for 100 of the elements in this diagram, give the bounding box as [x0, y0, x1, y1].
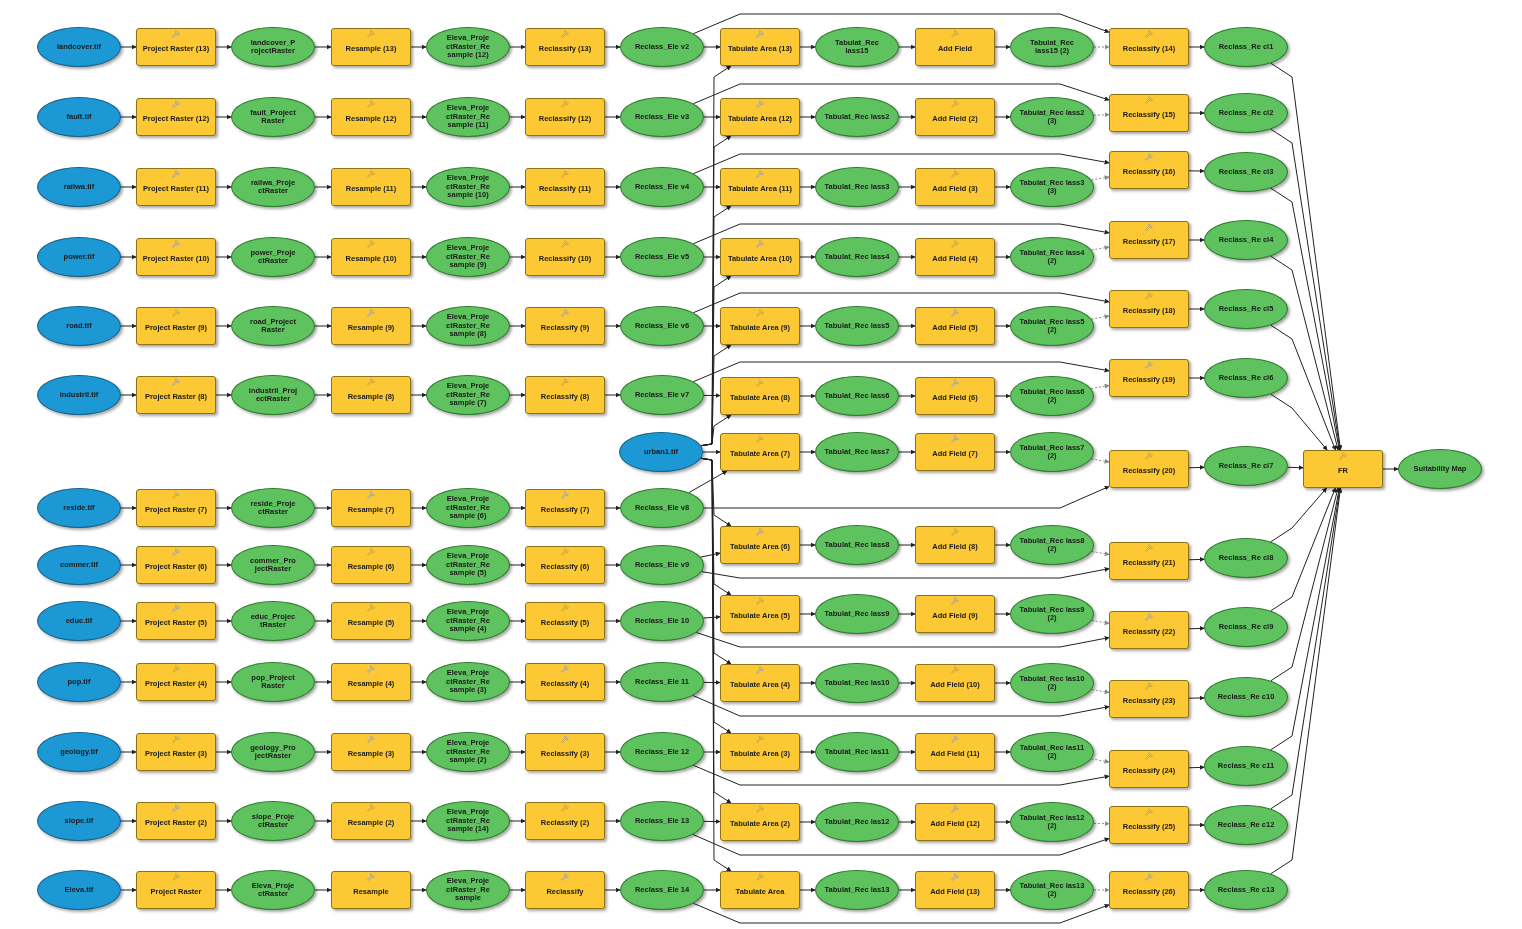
- output-ellipse: [231, 870, 315, 910]
- tool-box: [1109, 806, 1189, 844]
- connector-arrow: [799, 184, 816, 190]
- output-ellipse: [231, 662, 315, 702]
- connector-arrow: [1090, 458, 1110, 464]
- output-ellipse: [815, 432, 899, 472]
- connector-arrow: [410, 679, 427, 685]
- tool-box: [720, 803, 800, 841]
- connector-arrow: [701, 566, 1110, 579]
- output-ellipse: [620, 545, 704, 585]
- tool-box: [136, 28, 216, 66]
- tool-box: [525, 602, 605, 640]
- connector-arrow: [604, 323, 621, 329]
- output-ellipse: [620, 237, 704, 277]
- connector-arrow: [692, 83, 1110, 105]
- tool-box: [1109, 450, 1189, 488]
- connector-arrow: [215, 114, 232, 120]
- tool-box: [1109, 871, 1189, 909]
- connector-arrow: [692, 902, 1110, 924]
- connector-arrow: [410, 618, 427, 624]
- connector-arrow: [1270, 62, 1343, 451]
- output-ellipse: [426, 801, 510, 841]
- connector-arrow: [799, 749, 816, 755]
- connector-arrow: [994, 44, 1011, 50]
- connector-arrow: [1091, 551, 1110, 557]
- connector-arrow: [215, 618, 232, 624]
- connector-arrow: [898, 323, 916, 329]
- connector-arrow: [1090, 175, 1110, 181]
- tool-box: [1109, 221, 1189, 259]
- output-ellipse: [815, 27, 899, 67]
- tool-box: [525, 871, 605, 909]
- connector-arrow: [1188, 822, 1205, 828]
- connector-arrow: [898, 254, 916, 260]
- connector-arrow: [410, 323, 427, 329]
- tool-box: [525, 168, 605, 206]
- tool-box: [720, 664, 800, 702]
- output-ellipse: [1010, 306, 1094, 346]
- tool-box: [525, 733, 605, 771]
- tool-box: [1109, 680, 1189, 718]
- connector-arrow: [692, 292, 1110, 314]
- connector-arrow: [120, 392, 137, 398]
- tool-box: [915, 433, 995, 471]
- output-ellipse: [620, 375, 704, 415]
- connector-arrow: [509, 679, 526, 685]
- connector-arrow: [120, 323, 137, 329]
- connector-arrow: [604, 44, 621, 50]
- connector-arrow: [314, 887, 332, 893]
- tool-box: [136, 307, 216, 345]
- connector-arrow: [799, 114, 816, 120]
- tool-box: [915, 871, 995, 909]
- connector-arrow: [1090, 758, 1110, 764]
- tool-box: [720, 28, 800, 66]
- tool-box: [525, 546, 605, 584]
- tool-box: [720, 98, 800, 136]
- output-ellipse: [231, 601, 315, 641]
- output-ellipse: [426, 662, 510, 702]
- connector-arrow: [1093, 821, 1110, 827]
- input-ellipse: [37, 167, 121, 207]
- output-ellipse: [815, 870, 899, 910]
- connector-arrow: [314, 184, 332, 190]
- output-ellipse: [1204, 677, 1288, 717]
- input-ellipse: [619, 432, 703, 472]
- connector-arrow: [898, 44, 916, 50]
- connector-arrow: [120, 254, 137, 260]
- output-ellipse: [231, 237, 315, 277]
- output-ellipse: [426, 27, 510, 67]
- tool-box: [720, 733, 800, 771]
- connector-arrow: [994, 449, 1011, 455]
- output-ellipse: [1204, 358, 1288, 398]
- output-ellipse: [1204, 93, 1288, 133]
- tool-box: [136, 733, 216, 771]
- connector-arrow: [1270, 324, 1337, 451]
- output-ellipse: [620, 601, 704, 641]
- output-ellipse: [1010, 802, 1094, 842]
- tool-box: [915, 168, 995, 206]
- connector-arrow: [994, 393, 1011, 399]
- connector-arrow: [703, 323, 721, 329]
- connector-arrow: [703, 819, 721, 825]
- connector-arrow: [410, 818, 427, 824]
- connector-arrow: [604, 562, 621, 568]
- tool-box: [915, 733, 995, 771]
- connector-arrow: [314, 114, 332, 120]
- output-ellipse: [1204, 805, 1288, 845]
- connector-arrow: [1188, 306, 1205, 312]
- output-ellipse: [1010, 594, 1094, 634]
- connector-arrow: [700, 551, 721, 558]
- connector-arrow: [604, 749, 621, 755]
- connector-arrow: [215, 44, 232, 50]
- connector-arrow: [1188, 110, 1205, 116]
- output-ellipse: [426, 375, 510, 415]
- output-ellipse: [1010, 237, 1094, 277]
- tool-box: [720, 238, 800, 276]
- tool-box: [720, 871, 800, 909]
- connector-arrow: [1270, 393, 1328, 451]
- connector-arrow: [1270, 187, 1342, 451]
- connector-arrow: [215, 749, 232, 755]
- connector-arrow: [1188, 464, 1205, 470]
- connector-arrow: [120, 44, 137, 50]
- output-ellipse: [620, 27, 704, 67]
- output-ellipse: [815, 306, 899, 346]
